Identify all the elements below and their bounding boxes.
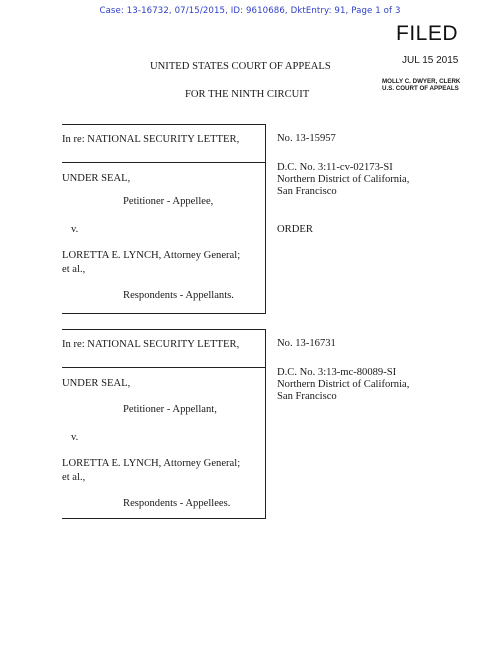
caption-line: In re: NATIONAL SECURITY LETTER,: [62, 134, 240, 145]
respondent-role: Respondents - Appellants.: [123, 290, 234, 301]
document-type: ORDER: [277, 224, 313, 235]
caption-divider: [62, 162, 265, 163]
filed-date: JUL 15 2015: [402, 55, 459, 66]
district-name: Northern District of California,: [277, 379, 410, 390]
clerk-stamp: MOLLY C. DWYER, CLERK U.S. COURT OF APPE…: [382, 78, 474, 92]
clerk-office: U.S. COURT OF APPEALS: [382, 85, 459, 92]
district-name: Northern District of California,: [277, 174, 410, 185]
versus: v.: [71, 432, 79, 443]
filed-stamp: FILED: [396, 22, 459, 45]
case-number: No. 13-16731: [277, 338, 336, 349]
petitioner-role: Petitioner - Appellant,: [123, 404, 217, 415]
court-subtitle: FOR THE NINTH CIRCUIT: [185, 89, 310, 100]
versus: v.: [71, 224, 79, 235]
party-respondent: LORETTA E. LYNCH, Attorney General;: [62, 458, 241, 469]
case-caption-2: In re: NATIONAL SECURITY LETTER, UNDER S…: [62, 329, 266, 519]
district-case-number: D.C. No. 3:11-cv-02173-SI: [277, 162, 393, 173]
docket-header: Case: 13-16732, 07/15/2015, ID: 9610686,…: [99, 6, 401, 16]
case-caption-1: In re: NATIONAL SECURITY LETTER, UNDER S…: [62, 124, 266, 314]
petitioner-role: Petitioner - Appellee,: [123, 196, 214, 207]
clerk-name: MOLLY C. DWYER, CLERK: [382, 78, 461, 85]
caption-line: In re: NATIONAL SECURITY LETTER,: [62, 339, 240, 350]
caption-divider: [62, 367, 265, 368]
district-city: San Francisco: [277, 186, 337, 197]
party-respondent-cont: et al.,: [62, 472, 86, 483]
district-city: San Francisco: [277, 391, 337, 402]
district-case-number: D.C. No. 3:13-mc-80089-SI: [277, 367, 397, 378]
respondent-role: Respondents - Appellees.: [123, 498, 231, 509]
party-petitioner: UNDER SEAL,: [62, 173, 131, 184]
party-respondent-cont: et al.,: [62, 264, 86, 275]
court-title: UNITED STATES COURT OF APPEALS: [150, 61, 331, 72]
party-respondent: LORETTA E. LYNCH, Attorney General;: [62, 250, 241, 261]
case-number: No. 13-15957: [277, 133, 336, 144]
party-petitioner: UNDER SEAL,: [62, 378, 131, 389]
